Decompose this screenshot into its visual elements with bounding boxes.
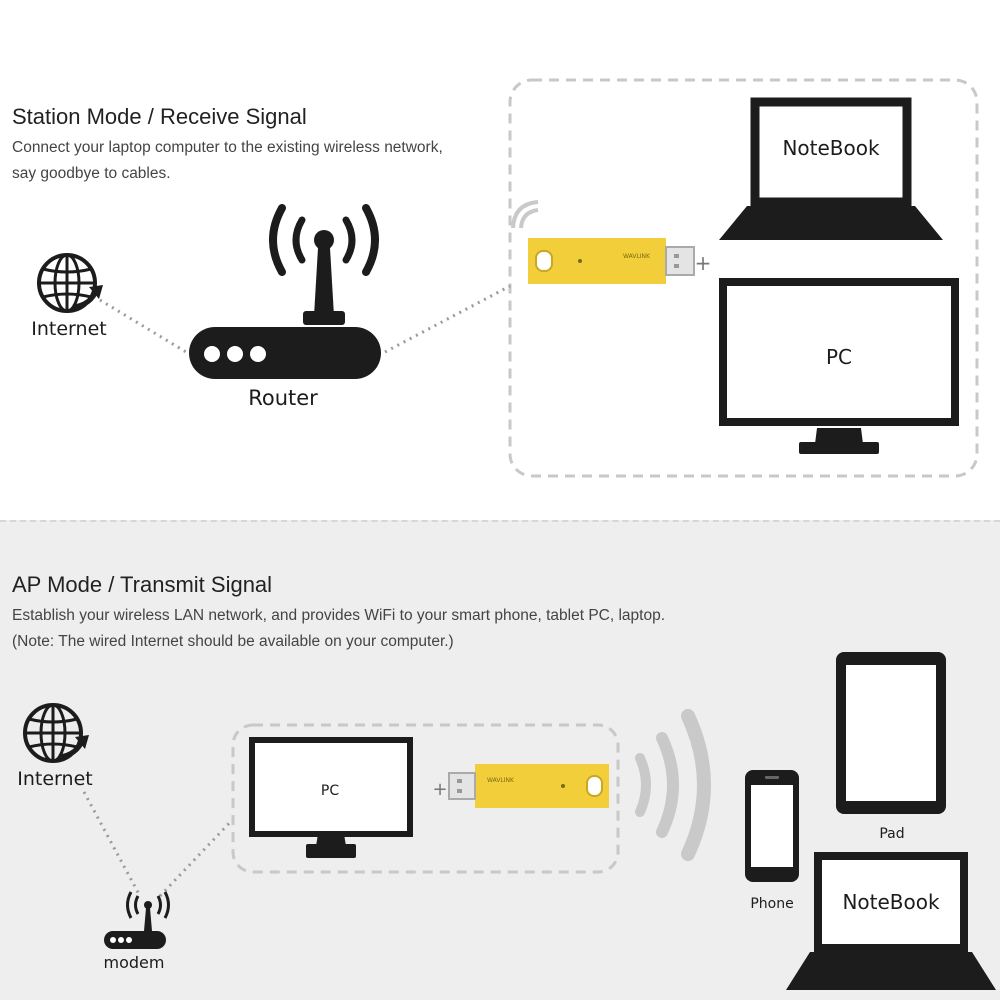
ap-notebook-label: NoteBook [842,890,940,914]
svg-text:WAVLINK: WAVLINK [487,777,515,784]
station-device-group-border [508,78,979,478]
laptop-icon [786,852,996,990]
ap-link-modem-pc [158,814,238,898]
ap-pc-group-border [231,723,620,874]
station-notebook-label: NoteBook [782,136,880,160]
station-mode-description: Connect your laptop computer to the exis… [12,135,443,187]
monitor-icon [249,737,413,858]
globe-icon [39,255,103,311]
wifi-signal-icon [511,200,539,229]
ap-pc-label: PC [321,783,339,799]
station-desc-line-2: say goodbye to cables. [12,165,171,182]
section-divider [0,520,1000,526]
station-desc-line-1: Connect your laptop computer to the exis… [12,139,443,156]
station-internet-label: Internet [31,318,106,340]
ap-internet-label: Internet [17,768,92,790]
ap-link-internet-modem [82,791,142,897]
usb-wifi-adapter-icon [527,237,695,285]
ap-phone-label: Phone [750,896,793,912]
ap-modem-label: modem [104,953,165,972]
ap-pad-label: Pad [879,826,904,842]
station-mode-title: Station Mode / Receive Signal [12,104,307,129]
station-link-internet-router [99,298,187,354]
smartphone-icon [745,770,799,882]
tablet-icon [836,652,946,814]
usb-wifi-adapter-icon: WAVLINK [448,764,609,808]
station-router-label: Router [248,386,318,410]
station-pc-label: PC [826,345,852,369]
laptop-icon [719,102,943,240]
ap-mode-description: Establish your wireless LAN network, and… [12,603,665,655]
modem-icon [104,891,170,949]
router-icon [189,204,381,379]
ap-mode-title: AP Mode / Transmit Signal [12,572,273,597]
globe-icon [25,705,89,761]
station-plus-sign: + [695,251,712,275]
station-link-router-adapter [384,284,511,354]
wifi-waves-icon [635,709,711,861]
ap-desc-line-1: Establish your wireless LAN network, and… [12,607,666,624]
ap-plus-sign: + [432,779,447,800]
ap-desc-line-2: (Note: The wired Internet should be avai… [12,633,454,650]
